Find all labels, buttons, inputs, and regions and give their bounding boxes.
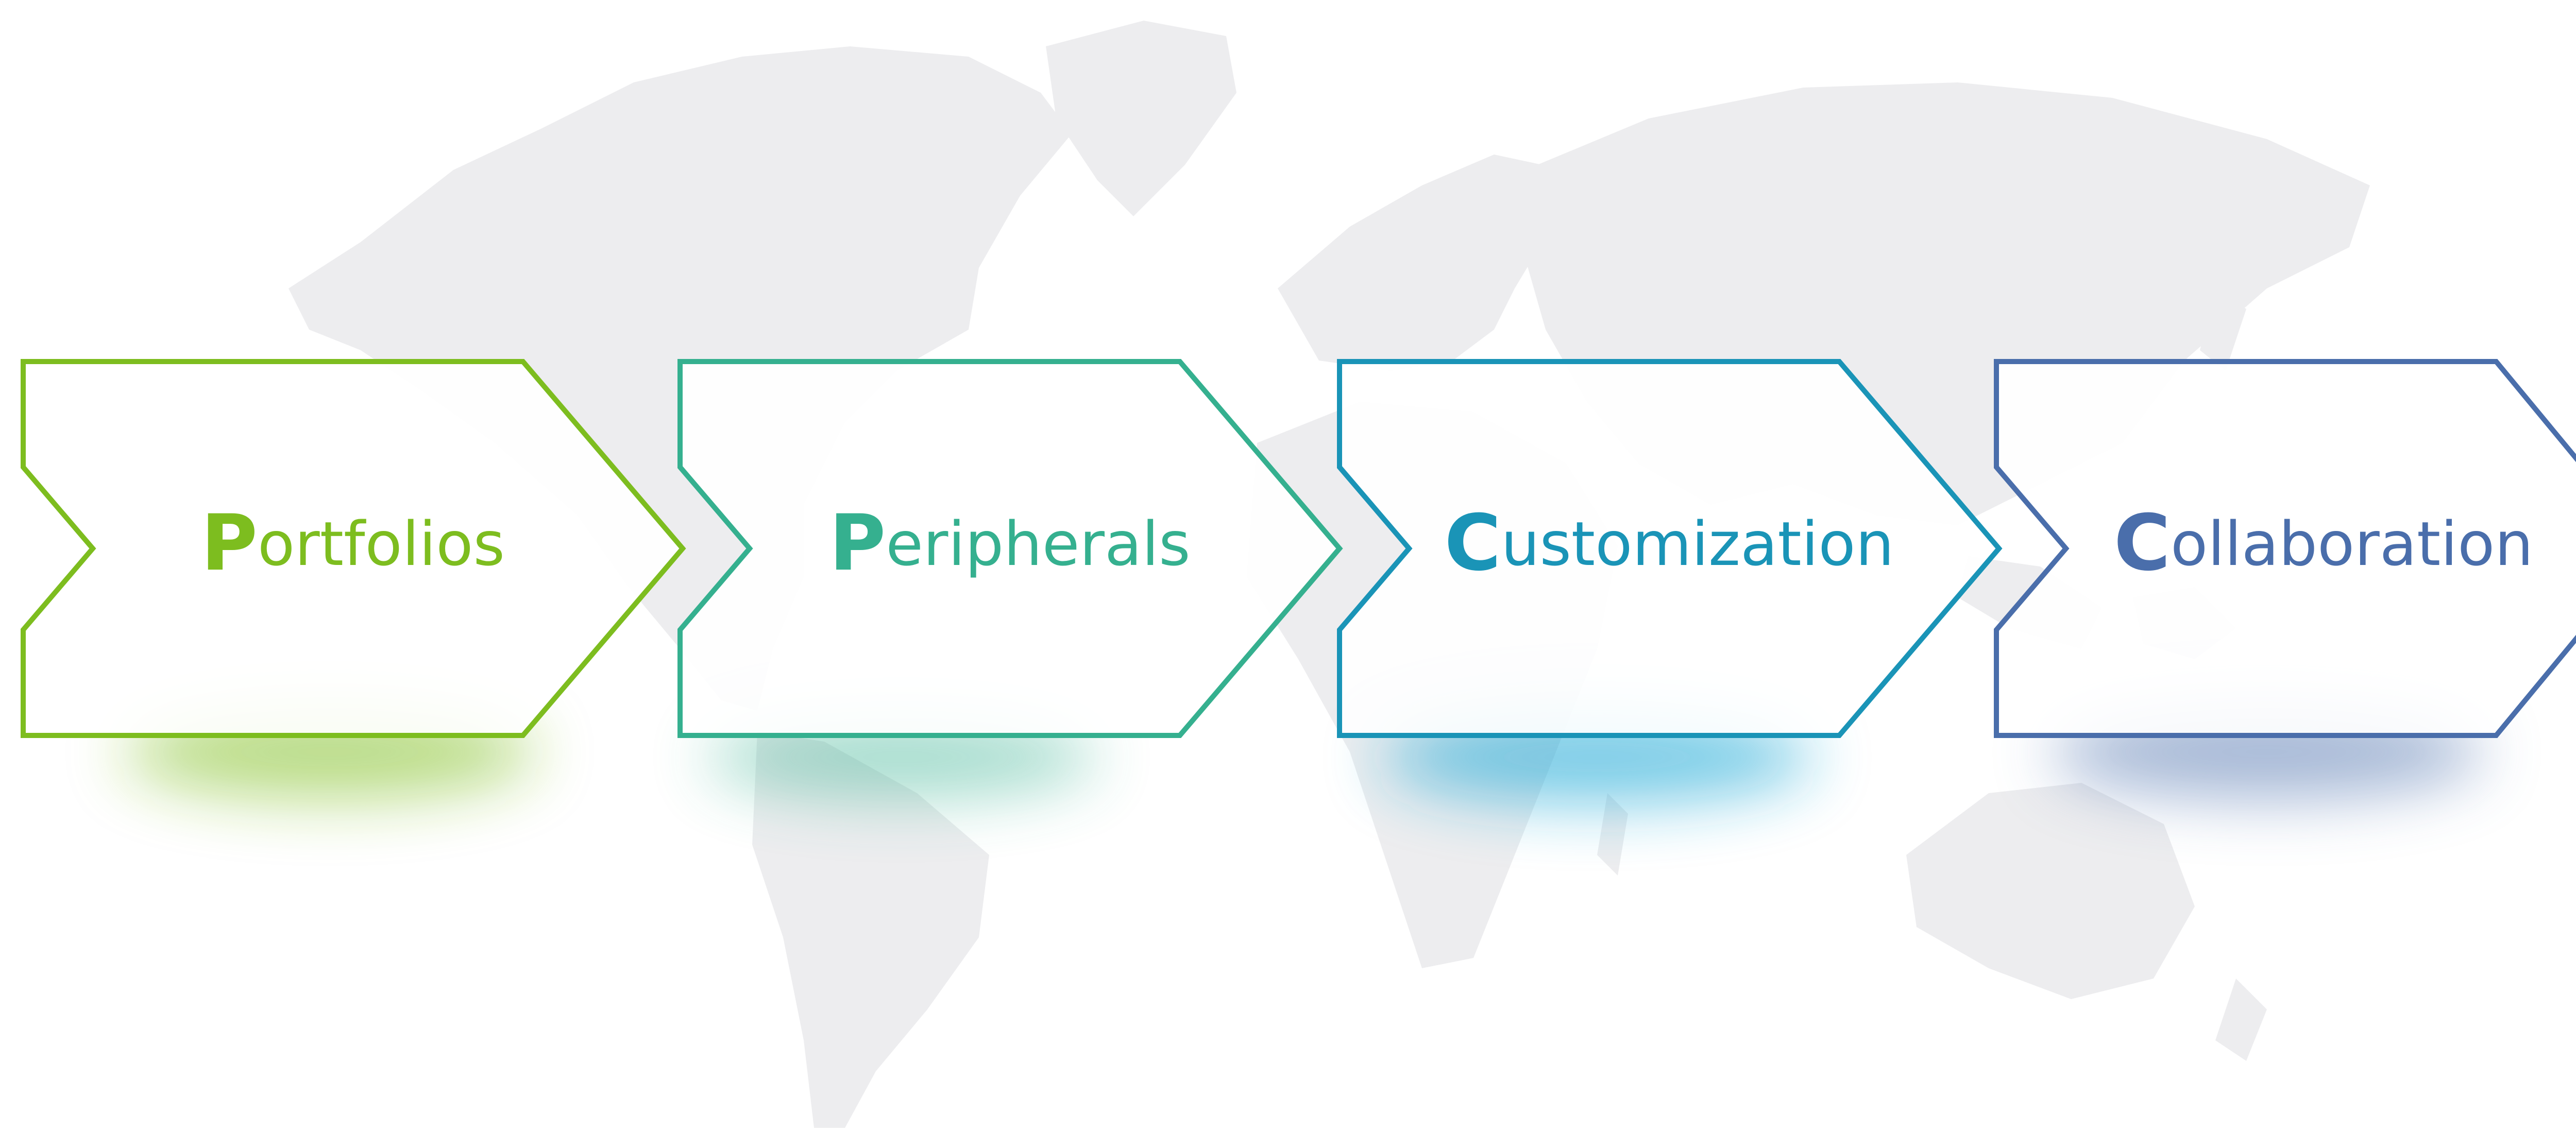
step-2-shape — [677, 359, 1343, 738]
step-3-rest: ustomization — [1501, 508, 1894, 579]
step-1-label: Portfolios — [201, 499, 505, 588]
step-4-label: Collaboration — [2114, 499, 2533, 588]
step-3-shape — [1337, 359, 2003, 738]
step-3-chevron: Customization — [1337, 359, 2003, 738]
step-3-label: Customization — [1445, 499, 1894, 588]
step-4-initial: C — [2114, 499, 2171, 588]
step-1-shape — [21, 359, 686, 738]
step-2-chevron: Peripherals — [677, 359, 1343, 738]
step-2-rest: eripherals — [886, 508, 1190, 579]
step-4-chevron: Collaboration — [1994, 359, 2576, 738]
step-4-rest: ollaboration — [2171, 508, 2533, 579]
step-1-chevron: Portfolios — [21, 359, 686, 738]
step-3-initial: C — [1445, 499, 1501, 588]
step-2-initial: P — [829, 499, 886, 588]
step-2-label: Peripherals — [829, 499, 1190, 588]
step-1-initial: P — [201, 499, 258, 588]
step-1-rest: ortfolios — [258, 508, 505, 579]
step-4-shape — [1994, 359, 2576, 738]
